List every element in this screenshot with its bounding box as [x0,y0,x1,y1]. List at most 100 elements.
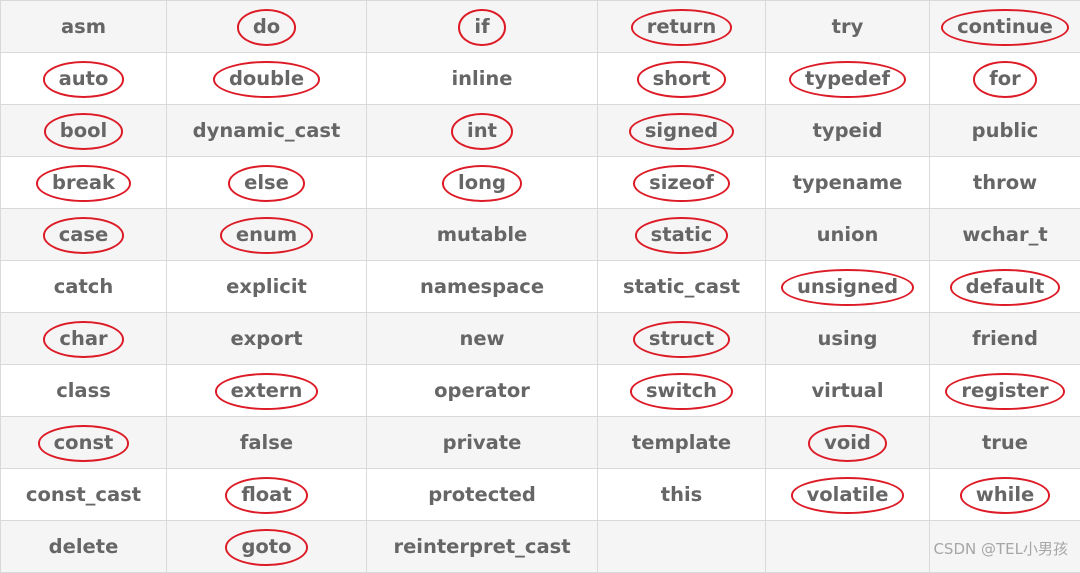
table-cell: switch [598,365,766,417]
keyword: export [230,329,302,349]
table-cell: catch [1,261,167,313]
table-cell: typeid [766,105,930,157]
table-cell: export [167,313,367,365]
table-cell: bool [1,105,167,157]
table-cell: this [598,469,766,521]
table-cell: auto [1,53,167,105]
table-cell: double [167,53,367,105]
keyword-circled: auto [43,61,125,98]
table-cell: case [1,209,167,261]
keyword: protected [428,485,536,505]
keyword: catch [54,277,113,297]
table-cell: do [167,1,367,53]
table-row: delete goto reinterpret_cast [1,521,1080,573]
keyword-circled: short [637,61,727,98]
table-cell: mutable [367,209,598,261]
table-cell: reinterpret_cast [367,521,598,573]
table-cell: enum [167,209,367,261]
keyword: delete [49,537,119,557]
keyword: new [459,329,504,349]
table-cell: continue [930,1,1080,53]
keyword-circled: else [228,165,305,202]
table-cell [766,521,930,573]
table-cell: extern [167,365,367,417]
table-cell: friend [930,313,1080,365]
keyword-circled: goto [225,529,307,566]
keyword: virtual [811,381,883,401]
keyword-circled: signed [629,113,734,150]
keyword: const_cast [26,485,141,505]
keyword: dynamic_cast [193,121,341,141]
keyword-circled: const [38,425,130,462]
keyword: namespace [420,277,544,297]
keyword-circled: typedef [789,61,906,98]
keyword: false [240,433,293,453]
keyword: union [817,225,879,245]
table-cell: protected [367,469,598,521]
table-cell: try [766,1,930,53]
keyword: mutable [437,225,528,245]
keyword-circled: sizeof [633,165,730,202]
table-cell: dynamic_cast [167,105,367,157]
keyword: typeid [813,121,883,141]
keyword: asm [61,17,106,37]
table-cell: return [598,1,766,53]
keyword: using [817,329,877,349]
table-cell: using [766,313,930,365]
table-cell [598,521,766,573]
keyword-circled: extern [215,373,319,410]
table-cell: class [1,365,167,417]
table-cell: typename [766,157,930,209]
table-cell: static [598,209,766,261]
keyword-circled: double [213,61,320,98]
keyword: template [632,433,731,453]
table-cell: for [930,53,1080,105]
keyword: explicit [226,277,307,297]
table-cell: signed [598,105,766,157]
keyword-circled: break [36,165,131,202]
keyword: friend [972,329,1038,349]
keyword-circled: if [458,9,505,46]
keyword: typename [793,173,903,193]
keyword-circled: return [631,9,733,46]
table-cell: asm [1,1,167,53]
keyword-circled: for [973,61,1037,98]
table-cell: break [1,157,167,209]
table-cell: public [930,105,1080,157]
keyword-circled: bool [44,113,123,150]
table-cell: register [930,365,1080,417]
table-row: catch explicit namespace static_cast unsigne… [1,261,1080,313]
keyword-circled: do [237,9,296,46]
table-cell: struct [598,313,766,365]
table-cell: unsigned [766,261,930,313]
keyword-circled: case [43,217,125,254]
table-cell: namespace [367,261,598,313]
table-cell: new [367,313,598,365]
keyword: static_cast [623,277,740,297]
table-cell: const [1,417,167,469]
table-cell: volatile [766,469,930,521]
table-cell: false [167,417,367,469]
table-row: auto double inline short typedef for [1,53,1080,105]
table-cell: delete [1,521,167,573]
table-cell: static_cast [598,261,766,313]
table-cell: union [766,209,930,261]
table-cell: throw [930,157,1080,209]
table-cell: goto [167,521,367,573]
table-cell: char [1,313,167,365]
keyword: inline [451,69,512,89]
table-cell: virtual [766,365,930,417]
table-cell: default [930,261,1080,313]
keyword-circled: while [960,477,1051,514]
table-cell: else [167,157,367,209]
keyword-circled: volatile [791,477,905,514]
keyword-circled: unsigned [781,269,914,306]
csdn-watermark: CSDN @TEL小男孩 [933,538,1068,559]
keyword-circled: enum [220,217,313,254]
